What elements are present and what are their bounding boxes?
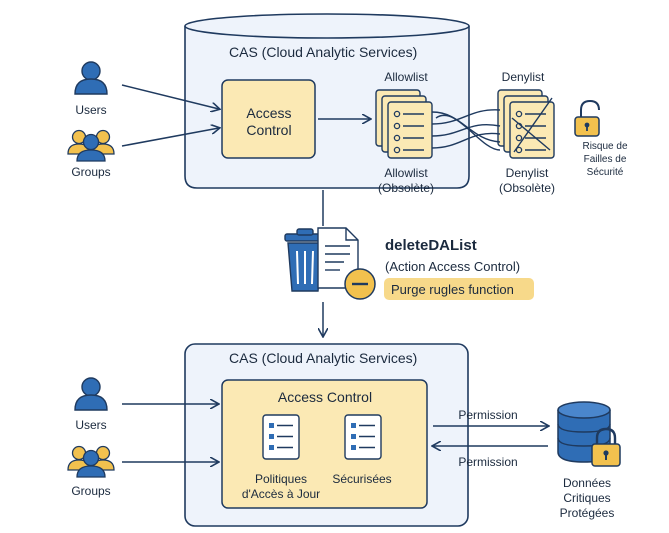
document-remove-icon bbox=[317, 227, 376, 300]
denylist-obsolete-label: Denylist (Obsolète) bbox=[498, 166, 556, 195]
denylist-document-icon bbox=[497, 89, 555, 159]
action-subtitle: (Action Access Control) bbox=[385, 259, 521, 274]
bottom-access-control-title: Access Control bbox=[277, 389, 373, 405]
denylist-label: Denylist bbox=[501, 70, 545, 84]
trash-can-icon bbox=[284, 228, 326, 292]
secured-checklist-icon bbox=[344, 414, 382, 460]
top-user-icon bbox=[74, 61, 108, 95]
allowlist-label: Allowlist bbox=[384, 70, 428, 84]
top-users-label: Users bbox=[75, 103, 107, 117]
permission-in-label: Permission bbox=[458, 455, 518, 469]
purge-badge bbox=[384, 278, 534, 300]
risk-label: Risque de Failles de Sécurité bbox=[582, 141, 628, 178]
top-group-icon bbox=[67, 129, 115, 162]
open-lock-icon bbox=[574, 99, 600, 137]
top-access-control-box bbox=[221, 79, 316, 159]
closed-lock-icon bbox=[591, 427, 621, 467]
bottom-cas-title: CAS (Cloud Analytic Services) bbox=[229, 350, 418, 366]
bottom-group-icon bbox=[67, 445, 115, 478]
top-groups-arrow bbox=[121, 128, 219, 147]
bottom-groups-label: Groups bbox=[71, 484, 111, 498]
policy-checklist-icon bbox=[262, 414, 300, 460]
bottom-users-label: Users bbox=[75, 418, 107, 432]
policies-label: Politiques d'Accès à Jour bbox=[241, 472, 321, 501]
top-groups-label: Groups bbox=[71, 165, 111, 179]
top-access-control-label: Access Control bbox=[246, 105, 292, 138]
tangled-list-connectors bbox=[431, 109, 501, 151]
top-cas-title: CAS (Cloud Analytic Services) bbox=[229, 44, 418, 60]
top-users-arrow bbox=[121, 84, 219, 109]
allowlist-document-icon bbox=[375, 89, 433, 159]
allowlist-obsolete-label: Allowlist (Obsolète) bbox=[377, 166, 435, 195]
action-title: deleteDAList bbox=[385, 237, 477, 254]
purge-badge-label: Purge rugles function bbox=[391, 282, 514, 297]
bottom-user-icon bbox=[74, 377, 108, 411]
secured-label: Sécurisées bbox=[332, 472, 392, 486]
bottom-access-control-box bbox=[221, 379, 428, 509]
permission-out-label: Permission bbox=[458, 408, 518, 422]
data-protected-label: Données Critiques Protégées bbox=[559, 476, 615, 520]
